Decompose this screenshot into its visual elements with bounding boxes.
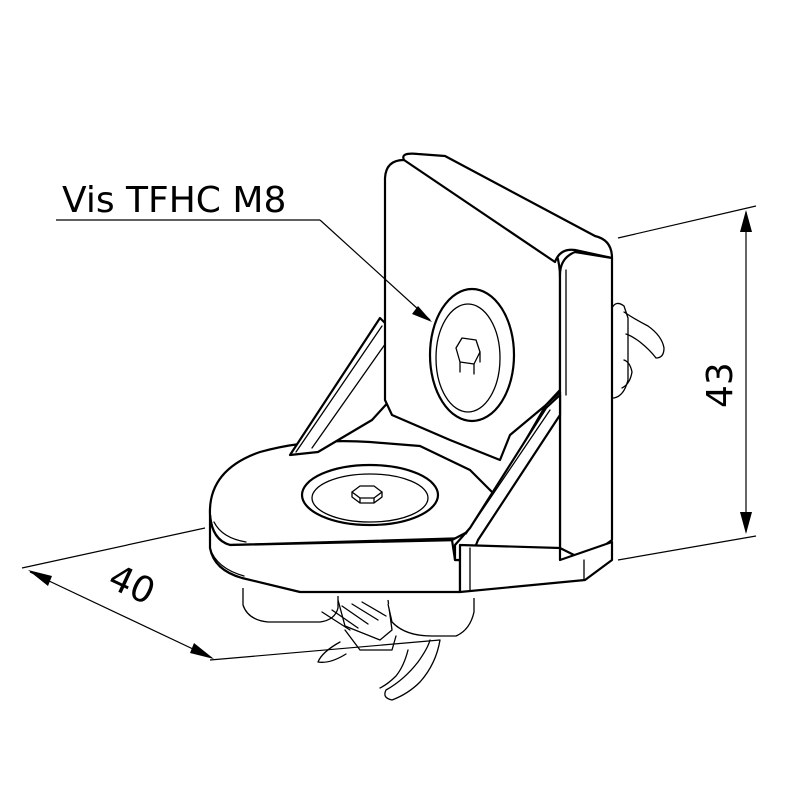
t-slot-nut [242, 588, 475, 651]
rear-nut [611, 302, 665, 399]
width-dimension [21, 527, 441, 661]
callout-leader [56, 219, 432, 322]
callout-label: Vis TFHC M8 [62, 180, 286, 221]
left-gusset [288, 316, 394, 457]
height-dimension-label: 43 [700, 362, 741, 408]
spring-clip-front [317, 639, 441, 701]
width-dimension-label: 40 [102, 557, 161, 614]
height-dimension [617, 205, 757, 561]
base-plate [208, 440, 502, 594]
vertical-plate [383, 152, 614, 562]
right-gusset [450, 390, 614, 594]
